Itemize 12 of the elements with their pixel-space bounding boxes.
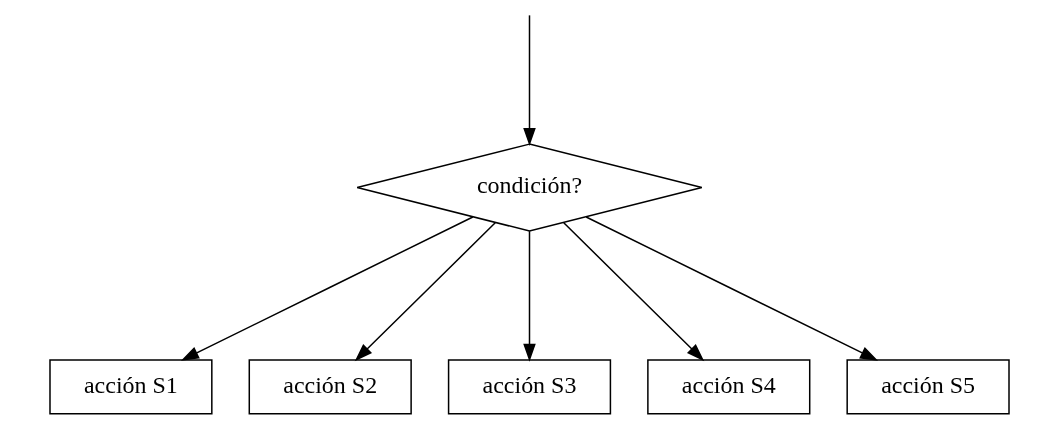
arrow [523,14,536,146]
node-box: acción S3 [447,359,612,415]
node-box: acción S1 [49,359,213,415]
node-box: acción S5 [846,359,1010,415]
node-box: acción S2 [248,359,412,415]
node-box: acción S4 [647,359,811,415]
node-diamond: condición? [356,143,703,232]
arrow [354,222,496,362]
arrow [523,230,536,362]
arrow [563,222,705,362]
arrow [180,216,474,361]
arrow [585,216,879,361]
